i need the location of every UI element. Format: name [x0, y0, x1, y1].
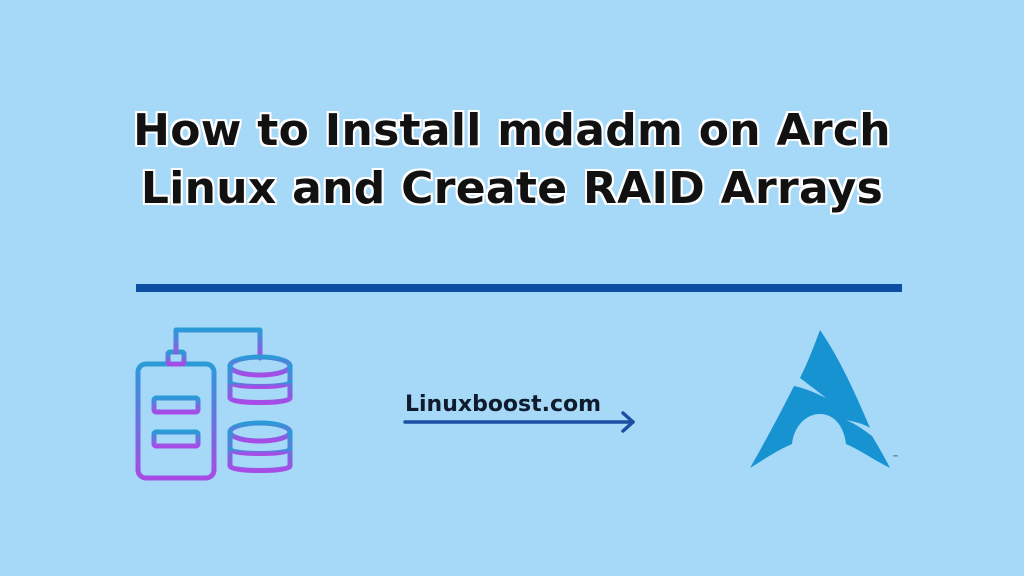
- title-divider: [136, 284, 902, 292]
- page-title-line-2: Linux and Create RAID Arrays: [140, 163, 884, 214]
- page-title: How to Install mdadm on Arch Linux and C…: [0, 102, 1024, 218]
- trademark-symbol: ™: [892, 454, 899, 462]
- arch-linux-logo: ™: [750, 330, 899, 468]
- site-link[interactable]: Linuxboost.com: [405, 392, 602, 417]
- server-raid-disks-icon: [135, 327, 293, 481]
- right-arrow-icon: [403, 411, 635, 433]
- page-title-line-1: How to Install mdadm on Arch: [133, 105, 891, 156]
